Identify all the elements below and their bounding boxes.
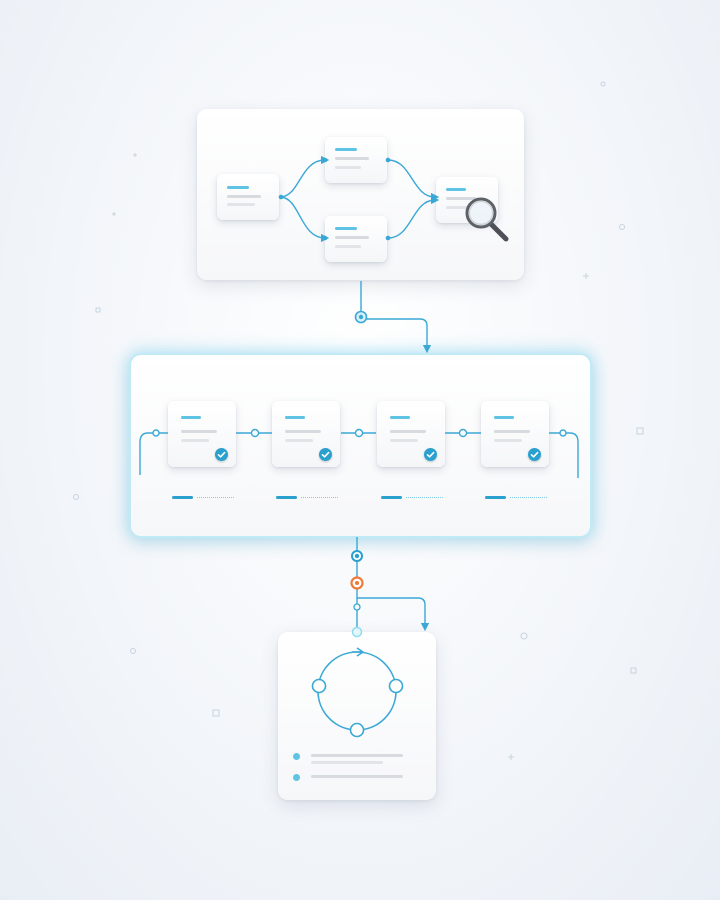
card-line [446,197,476,200]
card-line [390,430,426,433]
card-title-bar [335,148,357,151]
step-progress-indicator [172,496,234,499]
cycle-panel [278,632,436,800]
card-line [494,430,530,433]
card-line [181,430,217,433]
pipeline-step-card[interactable] [377,401,445,467]
highlight-node [350,576,364,590]
start-card[interactable] [217,174,279,220]
branching-flow-panel [197,109,524,280]
card-line [335,245,361,248]
checkmark-icon [424,448,437,461]
card-title-bar [494,416,514,419]
card-line [285,430,321,433]
list-bullet [293,774,300,781]
step-progress-indicator [485,496,547,499]
card-title-bar [335,227,357,230]
card-title-bar [181,416,201,419]
pipeline-step-card[interactable] [481,401,549,467]
card-line [390,439,418,442]
pipeline-step-card[interactable] [272,401,340,467]
step-progress-indicator [276,496,338,499]
list-line [311,761,383,764]
card-line [335,157,369,160]
list-line [311,775,403,778]
checkmark-icon [528,448,541,461]
list-line [311,754,403,757]
inspect-card[interactable] [436,177,498,223]
card-line [285,439,313,442]
card-line [335,166,361,169]
card-line [446,206,470,209]
checkmark-icon [319,448,332,461]
upper-branch-card[interactable] [325,137,387,183]
card-line [335,236,369,239]
step-progress-indicator [381,496,443,499]
card-line [494,439,522,442]
card-title-bar [446,188,466,191]
card-title-bar [227,186,249,189]
card-title-bar [285,416,305,419]
card-line [181,439,209,442]
top-to-pipeline-connector [354,281,432,354]
card-line [227,195,261,198]
pipeline-to-cycle-connector [350,537,430,638]
lower-branch-card[interactable] [325,216,387,262]
pipeline-step-card[interactable] [168,401,236,467]
card-line [227,203,255,206]
card-title-bar [390,416,410,419]
list-bullet [293,753,300,760]
checkmark-icon [215,448,228,461]
